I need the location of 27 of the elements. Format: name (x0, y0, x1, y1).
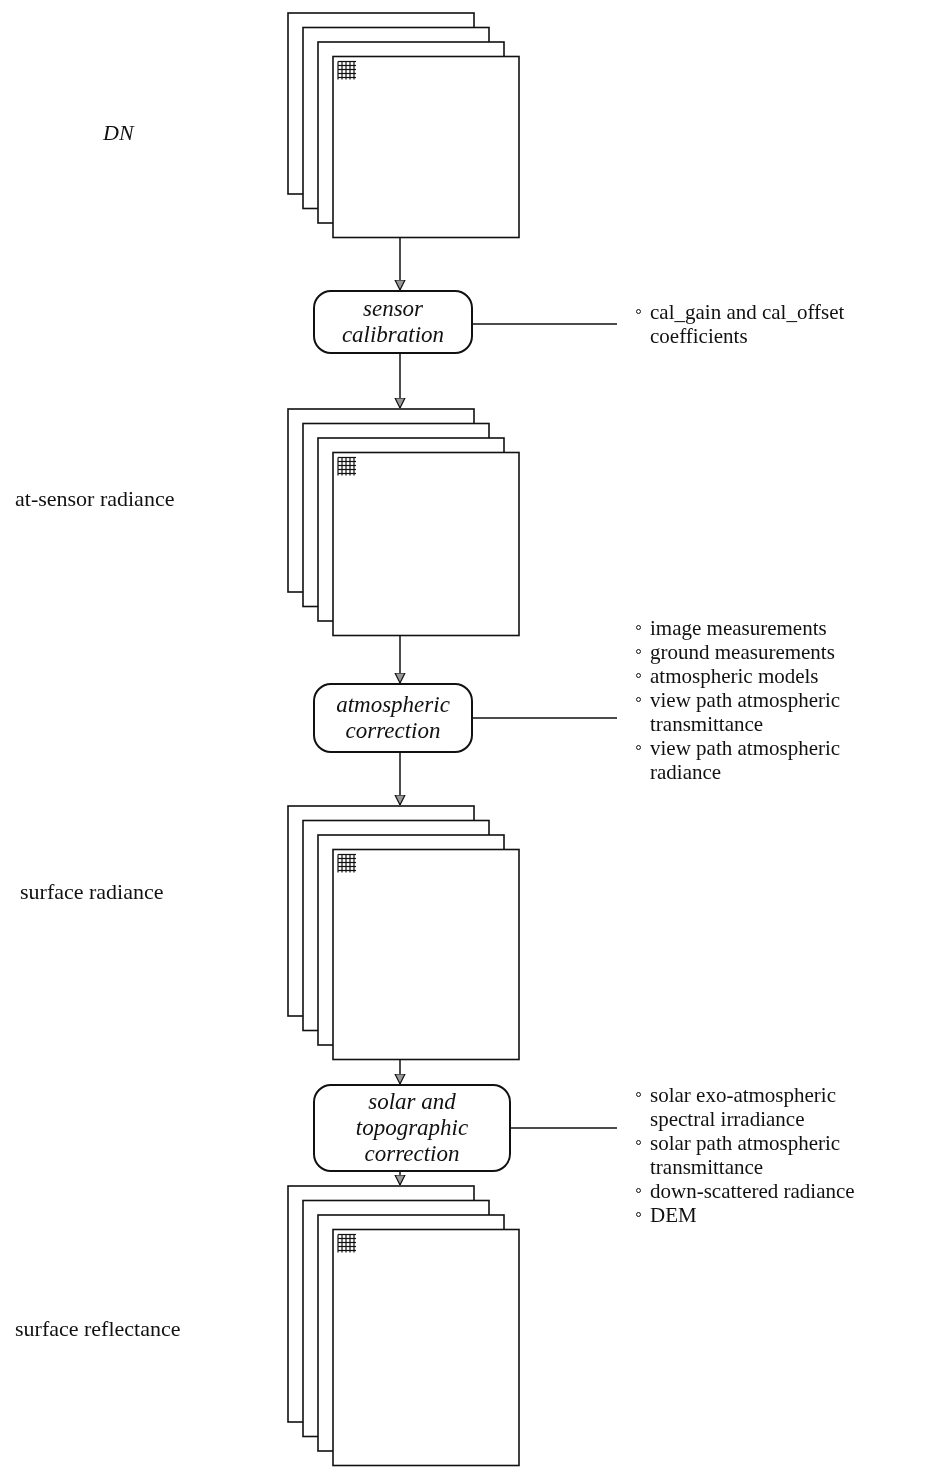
list-item: atmospheric models (650, 664, 819, 688)
list-item: down-scattered radiance (650, 1179, 855, 1203)
process-box: solar and topographic correction (313, 1084, 511, 1172)
stage-label: surface reflectance (15, 1316, 181, 1342)
image-stack-drawing (287, 408, 520, 638)
list-item: cal_gain and cal_offset coefficients (650, 300, 845, 348)
list-item: image measurements (650, 616, 827, 640)
arrow (394, 635, 406, 684)
connector-line (510, 1127, 618, 1129)
stage-label: at-sensor radiance (15, 486, 175, 512)
image-stack-drawing (287, 1185, 520, 1468)
connector-line (472, 323, 618, 325)
image-stack-drawing (287, 805, 520, 1062)
arrow (394, 1171, 406, 1186)
list-item: DEM (650, 1203, 697, 1227)
process-box: sensor calibration (313, 290, 473, 354)
connector-line (472, 717, 618, 719)
arrow (394, 752, 406, 806)
image-stack-drawing (287, 12, 520, 240)
stage-label: surface radiance (20, 879, 164, 905)
list-item: view path atmospheric radiance (650, 736, 841, 784)
arrow (394, 353, 406, 409)
arrow (394, 237, 406, 291)
arrow (394, 1059, 406, 1085)
list-item: ground measurements (650, 640, 835, 664)
stage-label: DN (103, 120, 134, 146)
process-box: atmospheric correction (313, 683, 473, 753)
